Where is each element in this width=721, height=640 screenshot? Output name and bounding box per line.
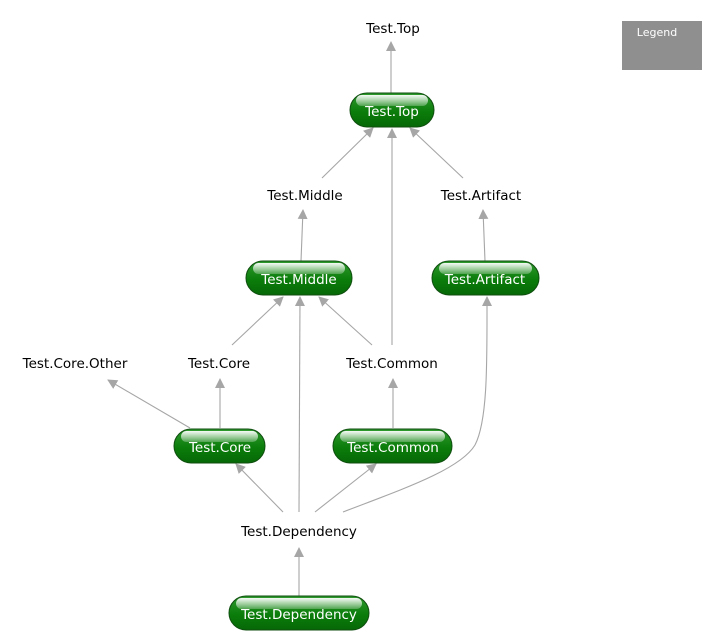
edge-dependency-label-to-artifact-node	[342, 296, 493, 513]
label-test-artifact: Test.Artifact	[440, 188, 521, 204]
label-test-top: Test.Top	[365, 21, 420, 37]
node-test-top-label: Test.Top	[364, 104, 419, 120]
edge-middle-node-to-middle-label	[297, 209, 308, 262]
edge-artifact-label-to-top-node	[409, 127, 464, 179]
node-test-dependency-label: Test.Dependency	[240, 607, 357, 623]
labels: Test.Top Test.Middle Test.Artifact Test.…	[22, 21, 522, 540]
legend-label: Legend	[637, 26, 677, 39]
edge-dependency-label-to-common-node	[314, 463, 377, 513]
edge-dependency-label-to-middle-node	[294, 296, 305, 513]
node-test-artifact[interactable]: Test.Artifact	[431, 260, 540, 296]
label-test-core-other: Test.Core.Other	[22, 356, 128, 372]
legend-button[interactable]: Legend	[622, 21, 702, 70]
edge-dependency-label-to-core-node	[235, 463, 284, 513]
edge-artifact-node-to-artifact-label	[478, 209, 489, 262]
edge-common-label-to-middle-node	[318, 296, 373, 346]
edge-core-node-to-core-other-label	[107, 379, 191, 429]
node-test-middle-label: Test.Middle	[260, 272, 336, 288]
node-test-core[interactable]: Test.Core	[173, 428, 266, 464]
node-test-common-label: Test.Common	[346, 440, 439, 456]
label-test-common: Test.Common	[345, 356, 438, 372]
node-test-core-label: Test.Core	[188, 440, 251, 456]
label-test-core: Test.Core	[187, 356, 250, 372]
node-test-dependency[interactable]: Test.Dependency	[228, 595, 370, 631]
label-test-dependency: Test.Dependency	[240, 524, 357, 540]
node-test-artifact-label: Test.Artifact	[444, 272, 525, 288]
node-test-common[interactable]: Test.Common	[332, 428, 453, 464]
edge-middle-label-to-top-node	[321, 127, 374, 179]
label-test-middle: Test.Middle	[266, 188, 342, 204]
node-test-top[interactable]: Test.Top	[349, 92, 435, 128]
edge-core-label-to-middle-node	[231, 296, 284, 346]
edges	[107, 41, 493, 596]
node-test-middle[interactable]: Test.Middle	[245, 260, 353, 296]
